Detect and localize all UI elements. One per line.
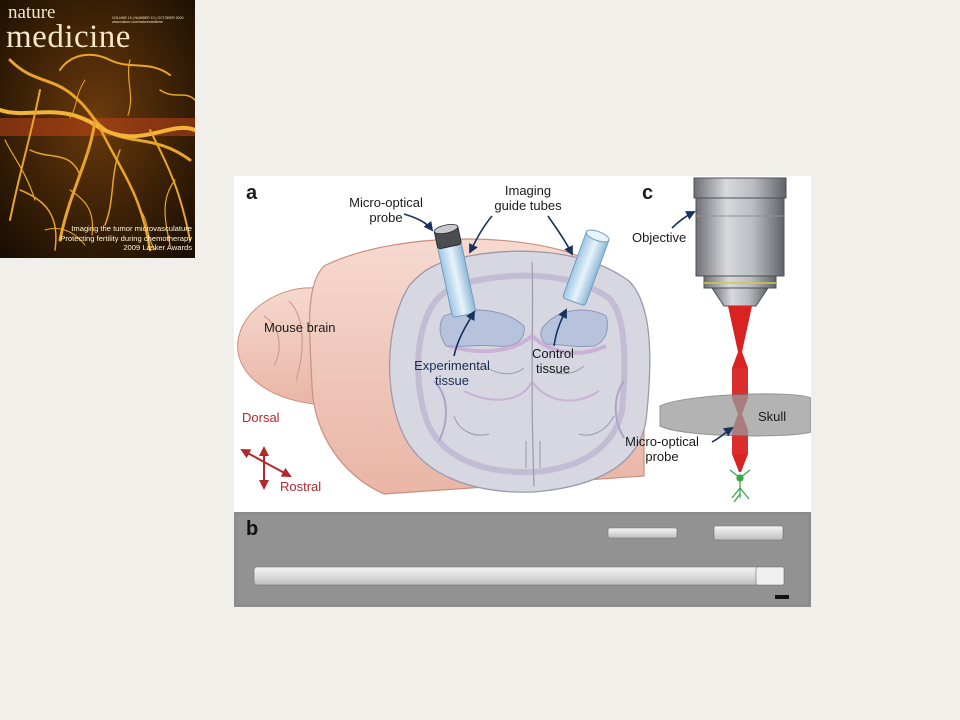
cover-url-line: www.nature.com/naturemedicine <box>112 20 163 24</box>
panel-c-probe-label: Micro-optical probe <box>616 434 708 464</box>
label-line: probe <box>645 449 679 464</box>
label-line: guide tubes <box>494 198 562 213</box>
cover-vessel-artwork <box>0 0 195 258</box>
orientation-axes <box>240 446 292 490</box>
label-line: Micro-optical <box>349 195 423 210</box>
figure-artwork <box>234 177 811 607</box>
scale-bar <box>775 595 789 599</box>
label-line: Imaging <box>504 183 552 198</box>
cover-headline: Protecting fertility during chemotherapy <box>60 233 192 243</box>
cover-headline: 2009 Lasker Awards <box>123 243 192 252</box>
micro-optical-probe-and-guide-tubes <box>433 224 610 318</box>
skull-label: Skull <box>758 409 787 424</box>
cover-journal-name-top: nature <box>8 2 56 23</box>
panel-c-pointer-arrows <box>671 211 734 443</box>
probe-photograph <box>234 512 811 607</box>
cover-volume-line: VOLUME 15 | NUMBER 10 | OCTOBER 2009 <box>112 16 184 20</box>
panel-c-letter: c <box>642 182 654 204</box>
label-line: Experimental <box>414 358 490 373</box>
skull-section <box>659 393 811 437</box>
imaging-guide-tubes-label: Imaging guide tubes <box>480 183 576 213</box>
journal-cover: nature medicine VOLUME 15 | NUMBER 10 | … <box>0 0 195 258</box>
cover-headlines: Imaging the tumor microvasculature Prote… <box>20 224 192 253</box>
micro-optical-probe-label: Micro-optical probe <box>332 195 440 225</box>
label-line: Micro-optical <box>625 434 699 449</box>
label-line: tissue <box>435 373 469 388</box>
panel-a-pointer-arrows <box>403 213 573 357</box>
label-line: probe <box>369 210 403 225</box>
rostral-label: Rostral <box>280 479 322 494</box>
cover-volume-info: VOLUME 15 | NUMBER 10 | OCTOBER 2009 www… <box>112 16 192 24</box>
laser-beam <box>728 306 752 472</box>
label-line: tissue <box>536 361 570 376</box>
experimental-tissue-label: Experimental tissue <box>402 358 502 388</box>
panel-b-letter: b <box>246 518 259 540</box>
figure-panel: a c b Micro-optical probe Imaging guide … <box>234 176 811 607</box>
objective-label: Objective <box>632 230 687 245</box>
control-tissue-label: Control tissue <box>520 346 586 376</box>
cover-journal-name-main: medicine <box>6 19 131 55</box>
objective-lens-illustration <box>693 177 787 307</box>
dorsal-label: Dorsal <box>242 410 280 425</box>
mouse-brain-label: Mouse brain <box>264 320 336 335</box>
panel-a-letter: a <box>246 182 258 204</box>
cover-headline: Imaging the tumor microvasculature <box>71 224 192 233</box>
label-line: Control <box>532 346 574 361</box>
neuron-icon <box>729 469 751 503</box>
